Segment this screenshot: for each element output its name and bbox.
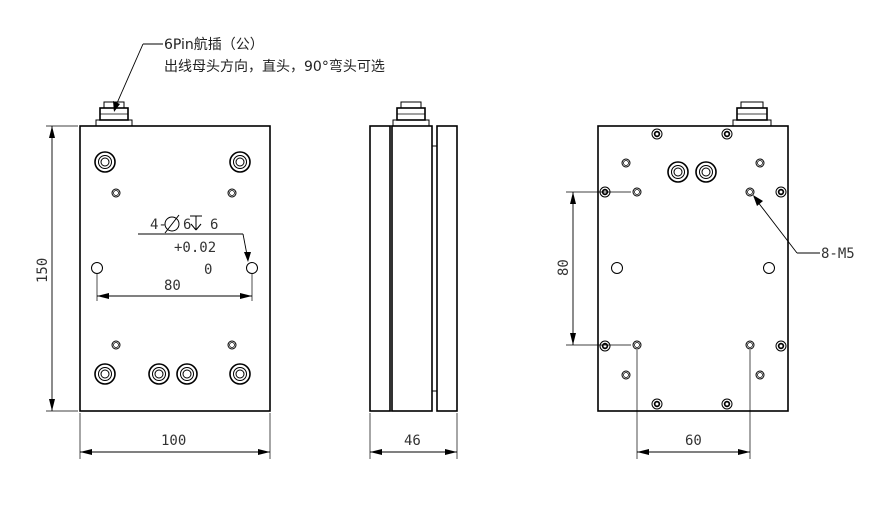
depth-symbol (190, 215, 202, 231)
hole-small (227, 188, 237, 198)
connector-note-line2: 出线母头方向，直头，90°弯头可选 (164, 58, 385, 75)
side-front-plate (369, 125, 391, 412)
dim-label-back-80: 80 (556, 259, 572, 276)
dim-label-46: 46 (404, 433, 421, 449)
dim-back-vertical: 80 (556, 191, 631, 346)
connector-note-line1: 6Pin航插（公） (164, 37, 264, 53)
screw-head (775, 340, 787, 352)
m5-hole (632, 187, 642, 197)
hole-small (755, 370, 765, 380)
callout-diameter: 6 (183, 217, 191, 233)
tolerance-upper: +0.02 (174, 240, 216, 256)
socket-bottom-mid-2 (176, 363, 198, 385)
connector-leader (113, 43, 163, 112)
back-body-outline (597, 125, 789, 412)
socket-bottom-mid-1 (148, 363, 170, 385)
socket-back-left (667, 161, 689, 183)
m5-hole (745, 340, 755, 350)
socket-top-left (94, 151, 116, 173)
callout-depth: 6 (210, 217, 218, 233)
hole-small (227, 340, 237, 350)
hole-callout: 4- 6 6 +0.02 0 (150, 214, 218, 278)
side-back-plate (436, 125, 458, 412)
dim-height: 150 (35, 125, 78, 412)
callout-count: 4- (150, 217, 167, 233)
socket-top-right (229, 151, 251, 173)
dim-hole-spacing: 80 (96, 274, 253, 301)
back-hole-right (763, 262, 775, 274)
screw-head (651, 128, 663, 140)
m5-leader (753, 195, 820, 254)
side-body (391, 125, 433, 412)
back-connector (732, 101, 772, 127)
dim-label-150: 150 (35, 258, 51, 283)
hole-small (111, 340, 121, 350)
m5-hole (745, 187, 755, 197)
thread-callout: 8-M5 (821, 246, 855, 262)
mount-hole-left (91, 262, 103, 274)
dim-label-60: 60 (685, 433, 702, 449)
dim-label-100: 100 (161, 433, 186, 449)
dim-back-horizontal: 60 (636, 350, 751, 459)
hole-small (621, 370, 631, 380)
screw-head (651, 398, 663, 410)
dim-label-80: 80 (164, 278, 181, 294)
screw-head (721, 128, 733, 140)
dim-thickness: 46 (369, 413, 458, 459)
hole-callout-leader (138, 233, 251, 262)
screw-head (599, 340, 611, 352)
diameter-symbol (164, 214, 180, 234)
screw-head (775, 186, 787, 198)
socket-bottom-left (94, 363, 116, 385)
hole-small (755, 158, 765, 168)
socket-bottom-right (229, 363, 251, 385)
front-view: 4- 6 6 +0.02 0 80 (35, 43, 271, 459)
hole-small (111, 188, 121, 198)
hole-small (621, 158, 631, 168)
socket-back-right (695, 161, 717, 183)
side-view: 46 (369, 101, 458, 459)
tolerance-lower: 0 (204, 262, 212, 278)
back-hole-left (611, 262, 623, 274)
mount-hole-right (246, 262, 258, 274)
m5-hole (632, 340, 642, 350)
back-view: 80 60 8-M5 (556, 101, 855, 459)
front-body-outline (79, 125, 271, 412)
side-connector (392, 101, 430, 127)
dim-width: 100 (79, 413, 271, 459)
screw-head (721, 398, 733, 410)
